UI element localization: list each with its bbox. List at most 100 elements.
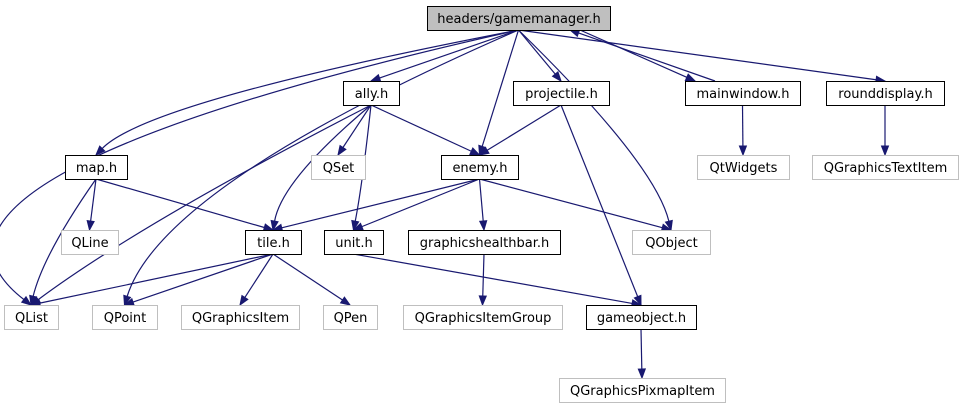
- edge-map-to-qline: [86, 178, 97, 232]
- arrowhead: [352, 222, 364, 231]
- edge-gamemanager-to-projectile: [518, 29, 562, 83]
- arrowhead: [551, 70, 562, 83]
- node-box: [427, 6, 611, 31]
- node-label: graphicshealthbar.h: [420, 236, 549, 251]
- edge-line: [101, 29, 519, 149]
- arrowhead: [880, 145, 890, 157]
- arrowhead: [270, 219, 279, 232]
- edge-enemy-to-unit: [352, 178, 480, 231]
- edge-ally-to-enemy: [370, 104, 481, 156]
- node-label: QSet: [323, 161, 355, 176]
- edge-gamemanager-to-mainwindow: [579, 29, 697, 82]
- edge-graphicshealthbar-to-qgraphicsitemgroup: [478, 253, 488, 307]
- node-box: [685, 81, 801, 106]
- edge-line: [482, 253, 485, 297]
- edge-unit-to-gameobject: [353, 253, 643, 308]
- node-graphicshealthbar[interactable]: graphicshealthbar.h: [408, 230, 561, 255]
- node-box: [826, 81, 945, 106]
- arrowhead: [478, 146, 490, 156]
- node-qline: QLine: [61, 230, 119, 255]
- node-box: [181, 305, 300, 330]
- arrowhead: [633, 294, 642, 307]
- edge-ally-to-qset: [337, 104, 372, 157]
- node-ally[interactable]: ally.h: [343, 81, 400, 106]
- node-label: QList: [15, 311, 48, 326]
- node-label: map.h: [76, 161, 117, 176]
- edge-enemy-to-graphicshealthbar: [478, 178, 488, 232]
- edge-tile-to-qgraphicsitem: [239, 253, 274, 307]
- nodes-layer: headers/gamemanager.h ally.h projectile.h m…: [4, 6, 959, 403]
- node-qpen: QPen: [323, 305, 378, 330]
- arrowhead: [469, 147, 481, 156]
- edge-mainwindow-to-gamemanager: [568, 29, 716, 82]
- edge-line: [90, 178, 97, 222]
- node-label: projectile.h: [525, 87, 598, 102]
- node-box: [403, 305, 563, 330]
- node-label: QGraphicsTextItem: [824, 161, 948, 176]
- arrowhead: [339, 296, 352, 306]
- edge-line: [579, 29, 688, 78]
- edges-layer: [0, 29, 890, 380]
- node-box: [323, 305, 378, 330]
- node-label: mainwindow.h: [697, 87, 790, 102]
- node-unit[interactable]: unit.h: [324, 230, 384, 255]
- edge-enemy-to-tile: [271, 178, 480, 232]
- edge-enemy-to-qobject: [479, 178, 673, 232]
- edge-gamemanager-to-map: [95, 29, 519, 156]
- edge-line: [342, 104, 372, 148]
- node-box: [697, 155, 790, 180]
- node-projectile[interactable]: projectile.h: [513, 81, 610, 106]
- arrowhead: [239, 294, 249, 307]
- arrowhead: [478, 295, 488, 307]
- edge-line: [481, 29, 520, 147]
- edge-line: [126, 29, 519, 297]
- node-box: [4, 305, 59, 330]
- node-qlist: QList: [4, 305, 59, 330]
- node-box: [311, 155, 366, 180]
- node-label: QGraphicsItem: [192, 311, 289, 326]
- arrowhead: [351, 219, 360, 232]
- node-box: [343, 81, 400, 106]
- edge-line: [560, 104, 639, 297]
- node-enemy[interactable]: enemy.h: [441, 155, 519, 180]
- arrowhead: [369, 73, 382, 82]
- arrowhead: [29, 294, 38, 307]
- node-label: QPen: [334, 311, 368, 326]
- node-box: [559, 378, 726, 403]
- node-box: [61, 230, 119, 255]
- edge-tile-to-qpen: [272, 253, 352, 306]
- edge-line: [518, 29, 670, 222]
- node-qpoint: QPoint: [92, 305, 158, 330]
- edge-tile-to-qpoint: [123, 253, 274, 306]
- edge-line: [244, 253, 274, 298]
- arrowhead: [337, 144, 347, 157]
- node-gameobject[interactable]: gameobject.h: [586, 305, 697, 330]
- node-qgraphicspixmapitem: QGraphicsPixmapItem: [559, 378, 726, 403]
- edge-mainwindow-to-qtwidgets: [738, 104, 748, 157]
- node-label: QLine: [71, 236, 108, 251]
- node-map[interactable]: map.h: [65, 155, 128, 180]
- node-label: QObject: [645, 236, 698, 251]
- arrowhead: [684, 73, 697, 82]
- node-box: [812, 155, 959, 180]
- edge-line: [353, 253, 633, 305]
- node-label: QPoint: [104, 311, 147, 326]
- edge-line: [370, 104, 472, 152]
- edge-projectile-to-gameobject: [560, 104, 642, 307]
- edge-gamemanager-to-enemy: [478, 29, 520, 157]
- node-mainwindow[interactable]: mainwindow.h: [685, 81, 801, 106]
- node-rounddisplay[interactable]: rounddisplay.h: [826, 81, 945, 106]
- edge-line: [518, 29, 877, 81]
- node-label: headers/gamemanager.h: [437, 12, 600, 27]
- node-box: [632, 230, 711, 255]
- node-box: [245, 230, 302, 255]
- edge-rounddisplay-to-qgraphicstextitem: [880, 104, 890, 157]
- arrowhead: [86, 220, 95, 232]
- node-gamemanager[interactable]: headers/gamemanager.h: [427, 6, 611, 31]
- edge-line: [32, 178, 97, 297]
- edge-line: [132, 253, 274, 303]
- edge-line: [640, 328, 643, 370]
- edge-gameobject-to-qgraphicspixmapitem: [637, 328, 647, 380]
- arrowhead: [478, 220, 488, 232]
- node-tile[interactable]: tile.h: [245, 230, 302, 255]
